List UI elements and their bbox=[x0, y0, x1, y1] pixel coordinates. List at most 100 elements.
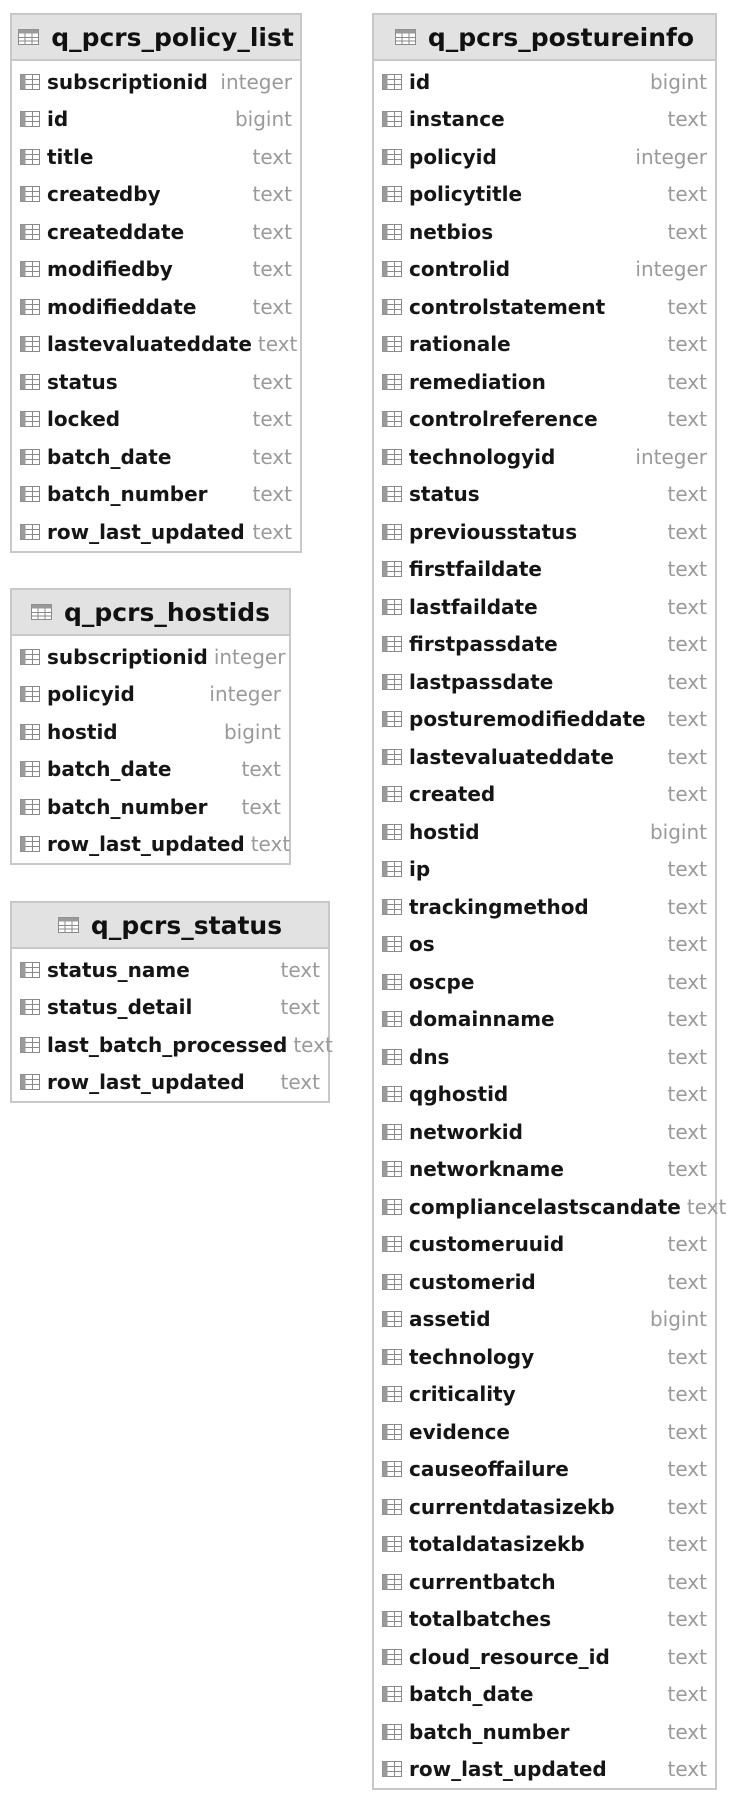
column-name: policyid bbox=[409, 144, 497, 169]
column-icon bbox=[20, 336, 40, 353]
column-type: text bbox=[667, 782, 707, 807]
column-name: subscriptionid bbox=[47, 69, 208, 94]
column-name: createdby bbox=[47, 182, 161, 207]
table-header[interactable]: q_pcrs_hostids bbox=[12, 590, 289, 636]
column-name: batch_number bbox=[47, 794, 208, 819]
table-header[interactable]: q_pcrs_policy_list bbox=[12, 15, 300, 61]
column-type: text bbox=[667, 1007, 707, 1032]
column-type: text bbox=[667, 707, 707, 732]
column-icon bbox=[382, 1723, 402, 1740]
column-type: integer bbox=[213, 644, 286, 669]
column-icon bbox=[382, 1161, 402, 1178]
column-row[interactable]: status_detail text bbox=[12, 989, 328, 1027]
column-type: text bbox=[667, 332, 707, 357]
column-icon bbox=[20, 148, 40, 165]
column-type: text bbox=[667, 107, 707, 132]
column-type: integer bbox=[635, 444, 707, 469]
column-icon bbox=[382, 1573, 402, 1590]
column-name: lastevaluateddate bbox=[47, 332, 252, 357]
column-name: created bbox=[409, 782, 496, 807]
table-header[interactable]: q_pcrs_postureinfo bbox=[374, 15, 715, 61]
table-header[interactable]: q_pcrs_status bbox=[12, 903, 328, 949]
column-row[interactable]: policyid integer bbox=[374, 138, 715, 176]
column-name: status_detail bbox=[47, 995, 193, 1020]
column-type: text bbox=[280, 995, 320, 1020]
table-icon bbox=[394, 29, 416, 45]
column-row[interactable]: created text bbox=[374, 776, 715, 814]
column-icon bbox=[382, 936, 402, 953]
column-type: integer bbox=[635, 144, 707, 169]
